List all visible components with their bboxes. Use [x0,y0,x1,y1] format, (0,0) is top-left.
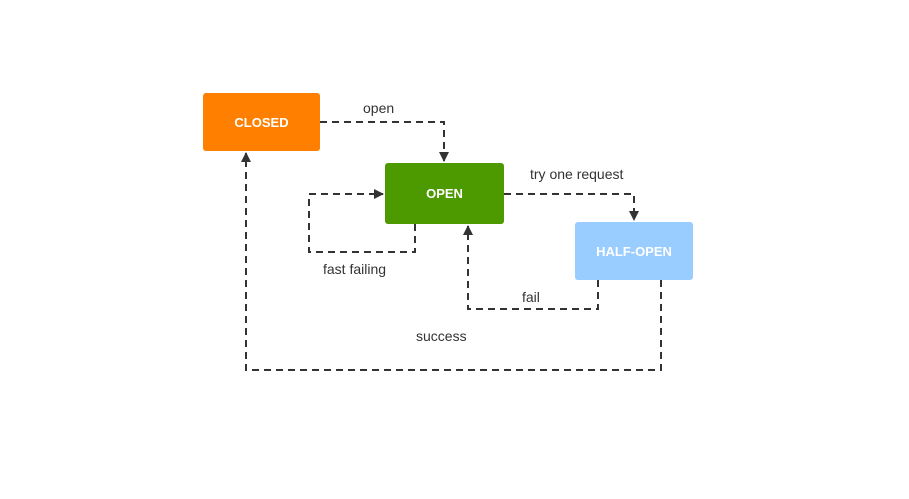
edge-label-fail: fail [522,289,540,305]
edge-label-try-one-request: try one request [530,166,624,182]
edge-label-open: open [363,100,395,116]
edge-half-open-to-closed [241,152,662,371]
edge-open-to-half-open [504,193,639,221]
state-closed: CLOSED [203,93,320,151]
state-half-open: HALF-OPEN [575,222,693,280]
edge-half-open-to-open [463,225,599,310]
edge-label-fast-failing: fast failing [323,261,387,277]
edge-closed-to-open [320,121,449,162]
state-open: OPEN [385,163,504,224]
edge-label-success: success [416,328,467,344]
edge-open-self-loop [308,189,416,253]
